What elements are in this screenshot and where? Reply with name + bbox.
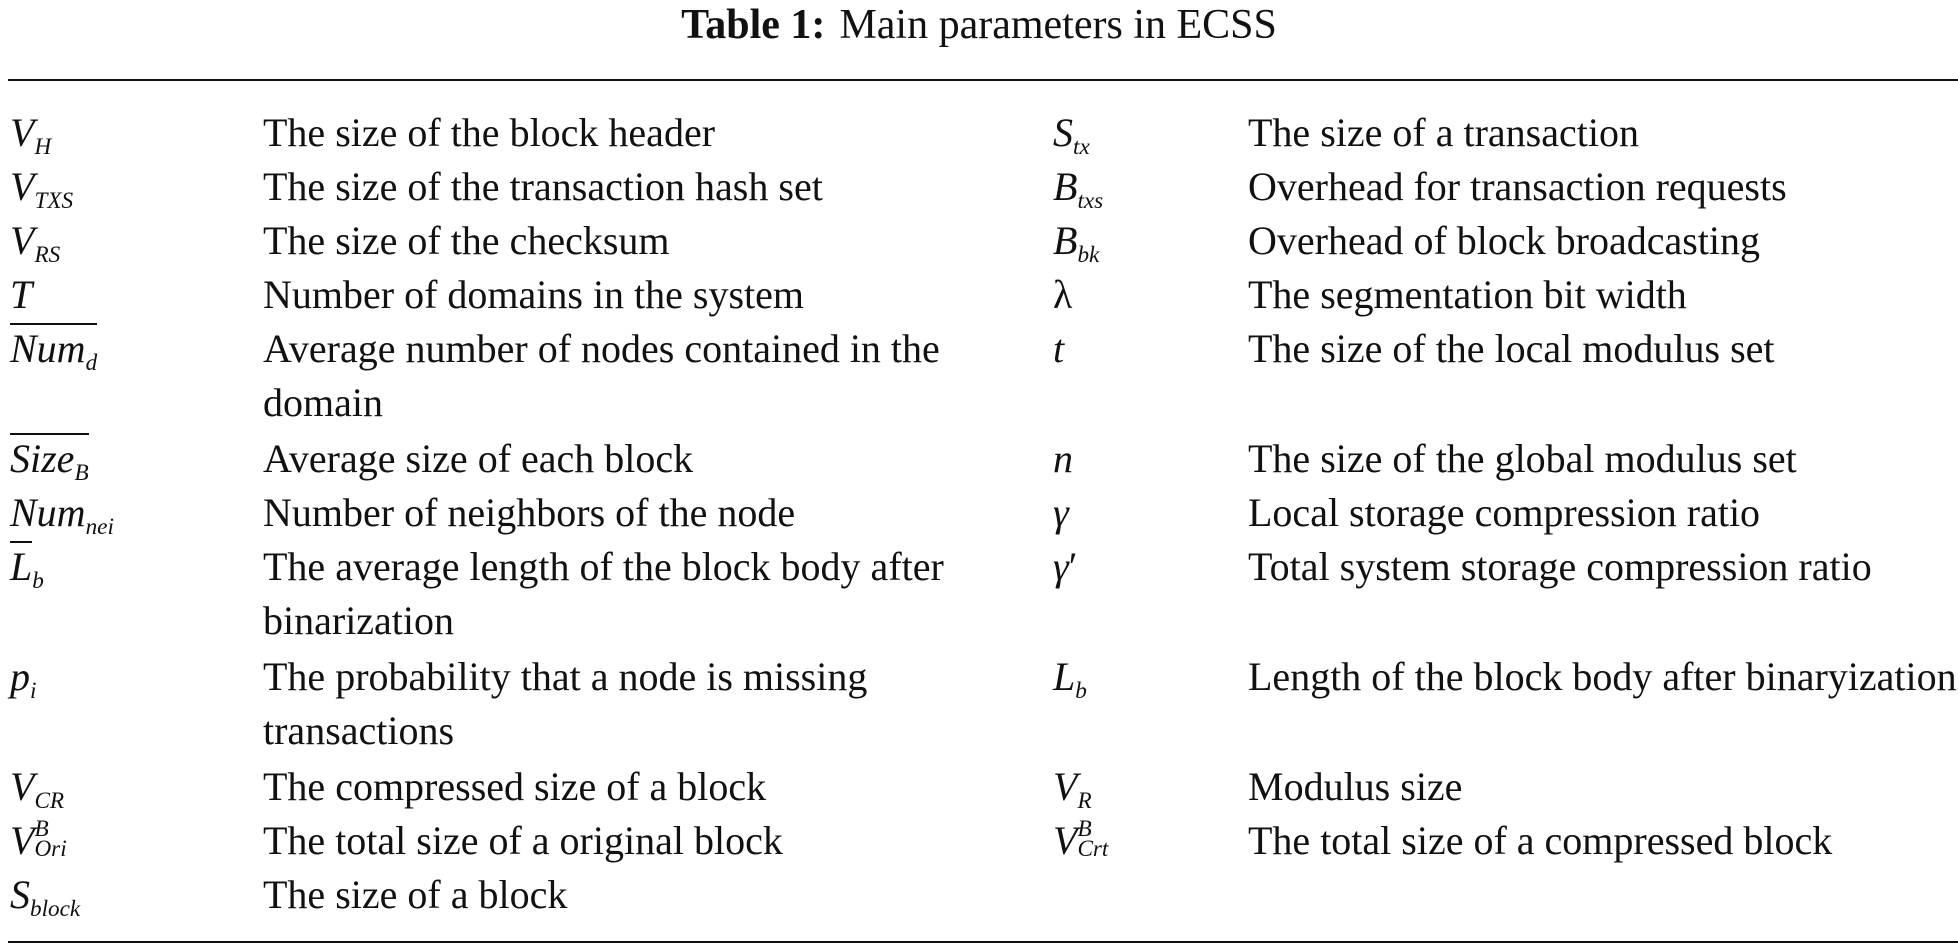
- table-number: Table 1:: [681, 2, 826, 48]
- symbol-gamma-prime: γ′: [1053, 544, 1078, 589]
- description: The total size of a original block: [263, 818, 783, 863]
- symbol-num-nei: Numnei: [10, 490, 114, 541]
- symbol-gamma: γ: [1053, 490, 1069, 535]
- description: Length of the block body after binaryiza…: [1248, 654, 1957, 699]
- description: The size of a block: [263, 872, 568, 917]
- symbol-v-r: VR: [1053, 764, 1092, 815]
- description: The size of the transaction hash set: [263, 164, 823, 209]
- description: The total size of a compressed block: [1248, 818, 1833, 863]
- description: Modulus size: [1248, 764, 1463, 809]
- table-row: SizeB Average size of each block n The s…: [0, 432, 1958, 486]
- symbol-b-bk: Bbk: [1053, 218, 1100, 269]
- table-row: VTXS The size of the transaction hash se…: [0, 160, 1958, 214]
- description: Overhead for transaction requests: [1248, 164, 1787, 209]
- description: The segmentation bit width: [1248, 272, 1687, 317]
- table-row: VH The size of the block header Stx The …: [0, 106, 1958, 160]
- table-row: T Number of domains in the system λ The …: [0, 268, 1958, 322]
- description: Average size of each block: [263, 436, 694, 481]
- table-bottom-rule: [8, 941, 1958, 943]
- symbol-lambda: λ: [1053, 272, 1073, 317]
- symbol-t-lower: t: [1053, 326, 1065, 371]
- table-top-rule: [8, 79, 1958, 81]
- table-caption: Table 1: Main parameters in ECSS: [0, 0, 1958, 50]
- table-row: Numnei Number of neighbors of the node γ…: [0, 486, 1958, 540]
- symbol-p-i: pi: [10, 654, 37, 705]
- symbol-v-txs: VTXS: [10, 164, 74, 215]
- table-row: VRS The size of the checksum Bbk Overhea…: [0, 214, 1958, 268]
- symbol-l-b-avg: Lb: [10, 540, 44, 600]
- description: The compressed size of a block: [263, 764, 767, 809]
- description: The size of a transaction: [1248, 110, 1639, 155]
- description: Total system storage compression ratio: [1248, 544, 1872, 589]
- description: The size of the checksum: [263, 218, 670, 263]
- table-title: Main parameters in ECSS: [839, 2, 1277, 48]
- table-row: pi The probability that a node is missin…: [0, 650, 1958, 760]
- symbol-num-d: Numd: [10, 322, 98, 382]
- description: The size of the block header: [263, 110, 716, 155]
- description: Average number of nodes contained in the…: [263, 326, 940, 425]
- table-row: VCR The compressed size of a block VR Mo…: [0, 760, 1958, 814]
- description: The probability that a node is missing t…: [263, 654, 868, 753]
- description: Number of neighbors of the node: [263, 490, 796, 535]
- table-row: Numd Average number of nodes contained i…: [0, 322, 1958, 432]
- symbol-b-txs: Btxs: [1053, 164, 1104, 215]
- symbol-t-upper: T: [10, 272, 33, 317]
- symbol-s-block: Sblock: [10, 872, 81, 923]
- symbol-v-rs: VRS: [10, 218, 61, 269]
- symbol-n: n: [1053, 436, 1073, 481]
- symbol-l-b: Lb: [1053, 654, 1087, 705]
- symbol-s-tx: Stx: [1053, 110, 1090, 161]
- description: The average length of the block body aft…: [263, 544, 944, 643]
- description: The size of the global modulus set: [1248, 436, 1797, 481]
- symbol-size-b: SizeB: [10, 432, 89, 492]
- table-row: Lb The average length of the block body …: [0, 540, 1958, 650]
- parameter-table: VH The size of the block header Stx The …: [0, 106, 1958, 922]
- description: The size of the local modulus set: [1248, 326, 1775, 371]
- table-row: Sblock The size of a block: [0, 868, 1958, 922]
- description: Number of domains in the system: [263, 272, 805, 317]
- description: Local storage compression ratio: [1248, 490, 1761, 535]
- symbol-v-cr: VCR: [10, 764, 65, 815]
- symbol-v-h: VH: [10, 110, 52, 161]
- description: Overhead of block broadcasting: [1248, 218, 1761, 263]
